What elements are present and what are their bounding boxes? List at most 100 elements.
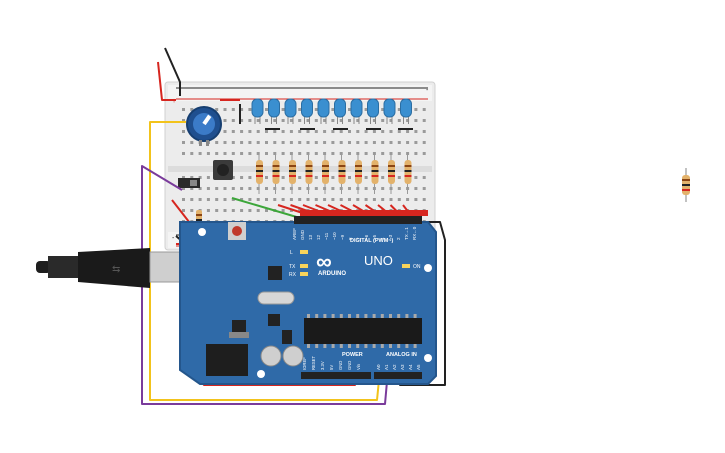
l-led [300,250,308,254]
hole [331,108,335,111]
rx-led [300,272,308,276]
resistor-array[interactable] [256,152,412,194]
hole [364,198,368,201]
resistor[interactable] [305,152,313,194]
analog-header[interactable] [374,372,422,379]
led[interactable] [400,98,412,124]
hole [231,119,235,122]
hole [240,187,244,190]
hole [265,176,268,179]
hole [206,176,210,179]
hole [364,187,368,190]
hole [323,130,327,133]
hole [306,130,310,133]
hole [364,141,368,144]
hole [422,176,426,179]
power-label: POWER [342,352,363,358]
hole [240,119,244,122]
resistor[interactable] [338,152,346,194]
hole [190,152,194,155]
led[interactable] [268,98,280,124]
hole [389,141,393,144]
hole [240,141,244,144]
hole [422,152,426,155]
hole [381,130,385,133]
potentiometer[interactable] [186,106,222,146]
pin-label: A3 [400,364,405,370]
resistor[interactable] [404,152,412,194]
resistor[interactable] [256,152,263,194]
led[interactable] [350,98,363,124]
hole [198,187,202,190]
resistor[interactable] [272,152,280,194]
hole [356,198,360,201]
led[interactable] [367,98,379,124]
hole [348,141,351,144]
pin-label: 5V [329,365,334,370]
hole [223,187,227,190]
hole [406,141,410,144]
digital-header[interactable] [294,216,422,224]
hole [348,198,351,201]
hole [422,108,426,111]
hole [206,198,210,201]
led-array[interactable] [251,98,412,124]
on-label: ON [413,264,421,270]
push-button[interactable] [213,160,233,180]
center-channel [168,166,432,172]
hole [265,187,268,190]
digital-jumper-wires[interactable] [277,204,428,219]
capacitor [282,345,304,367]
led[interactable] [301,98,313,124]
led[interactable] [284,98,297,124]
resistor[interactable] [388,152,395,194]
hole [265,119,268,122]
hole [397,152,401,155]
hole [364,176,368,179]
led[interactable] [317,98,330,124]
reset-button-cap[interactable] [232,226,242,236]
hole [289,119,293,122]
hole [422,119,426,122]
regulator-tab [229,332,249,338]
pin-label: ~6 [364,234,369,240]
power-header[interactable] [301,372,371,379]
hole [356,119,360,122]
l-label: L [290,250,293,256]
resistor[interactable] [322,152,329,194]
hole [281,152,285,155]
resistor[interactable] [371,152,379,194]
hole [331,130,335,133]
hole [273,119,277,122]
hole [381,198,385,201]
led[interactable] [251,98,264,124]
hole [414,108,418,111]
slide-switch[interactable] [178,178,200,188]
wire-black-top [164,47,181,96]
hole [406,119,410,122]
hole [198,152,202,155]
pin-label: A0 [376,364,381,370]
loose-resistor[interactable] [682,168,690,202]
resistor[interactable] [289,152,296,194]
hole [190,209,194,212]
hole [298,119,302,122]
hole [190,176,194,179]
arduino-uno-board[interactable]: L TX RX ON ∞ ARDUINO UNO DIGITAL (PWM~) … [179,216,437,385]
mount-hole [424,354,432,362]
dc-power-jack[interactable] [206,344,248,376]
pin-label: ~11 [324,232,329,240]
mount-hole [257,370,265,378]
hole [206,152,210,155]
led[interactable] [334,98,346,124]
hole [281,119,285,122]
led[interactable] [383,98,396,124]
hole [240,198,244,201]
atmega-pins [307,314,417,348]
hole [281,141,285,144]
hole [414,141,418,144]
mount-hole [198,228,206,236]
hole [248,198,252,201]
resistor[interactable] [355,152,362,194]
